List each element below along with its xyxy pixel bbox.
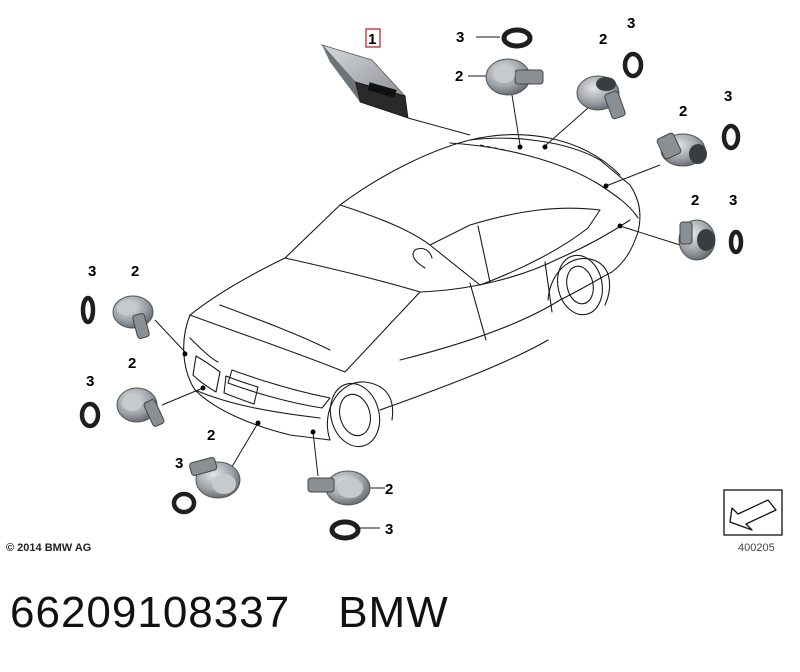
callout-3[interactable]: 3	[729, 192, 737, 209]
decoupling-ring[interactable]	[329, 519, 361, 541]
decoupling-ring[interactable]	[79, 401, 101, 429]
decoupling-ring[interactable]	[728, 229, 744, 255]
callout-2[interactable]: 2	[599, 31, 607, 48]
callout-2[interactable]: 2	[679, 103, 687, 120]
pdc-sensor-rear-center-right[interactable]	[576, 75, 626, 120]
decoupling-ring[interactable]	[501, 27, 533, 49]
callout-3[interactable]: 3	[456, 29, 464, 46]
brand-name: BMW	[338, 588, 449, 637]
callout-2[interactable]: 2	[691, 192, 699, 209]
part-caption: 66209108337 BMW	[10, 588, 449, 638]
callout-2[interactable]: 2	[131, 263, 139, 280]
reference-arrow-icon	[723, 489, 783, 536]
callout-3[interactable]: 3	[175, 455, 183, 472]
pdc-sensors	[112, 58, 716, 506]
decoupling-ring[interactable]	[80, 295, 96, 325]
decoupling-rings	[79, 27, 744, 541]
pdc-sensor-rear-corner[interactable]	[678, 219, 716, 261]
car-outline	[183, 134, 641, 448]
pdc-sensor-front-center-right[interactable]	[307, 470, 371, 506]
copyright-notice: © 2014 BMW AG	[6, 542, 92, 554]
callout-3[interactable]: 3	[724, 88, 732, 105]
callout-2[interactable]: 2	[385, 481, 393, 498]
callout-3[interactable]: 3	[88, 263, 96, 280]
part-number: 66209108337	[10, 588, 291, 637]
callout-1[interactable]: 1	[368, 31, 376, 48]
callout-highlight-box	[365, 28, 381, 48]
leader-lines	[154, 36, 681, 529]
pdc-sensor-rear-center-left[interactable]	[485, 58, 544, 96]
pdc-sensor-front-center-left[interactable]	[189, 457, 241, 499]
callout-2[interactable]: 2	[455, 68, 463, 85]
pdc-sensor-front-corner[interactable]	[116, 387, 165, 427]
callout-2[interactable]: 2	[207, 427, 215, 444]
pdc-sensor-rear-side[interactable]	[656, 132, 707, 167]
decoupling-ring[interactable]	[622, 51, 644, 79]
callout-3[interactable]: 3	[627, 15, 635, 32]
leader-dots	[182, 144, 623, 435]
park-distance-control-unit[interactable]	[320, 44, 409, 119]
callout-3[interactable]: 3	[385, 521, 393, 538]
diagram-reference-number: 400205	[738, 542, 775, 554]
decoupling-ring[interactable]	[171, 491, 197, 515]
callout-2[interactable]: 2	[128, 355, 136, 372]
decoupling-ring[interactable]	[721, 123, 741, 151]
callout-3[interactable]: 3	[86, 373, 94, 390]
pdc-sensor-front-side[interactable]	[112, 295, 154, 339]
